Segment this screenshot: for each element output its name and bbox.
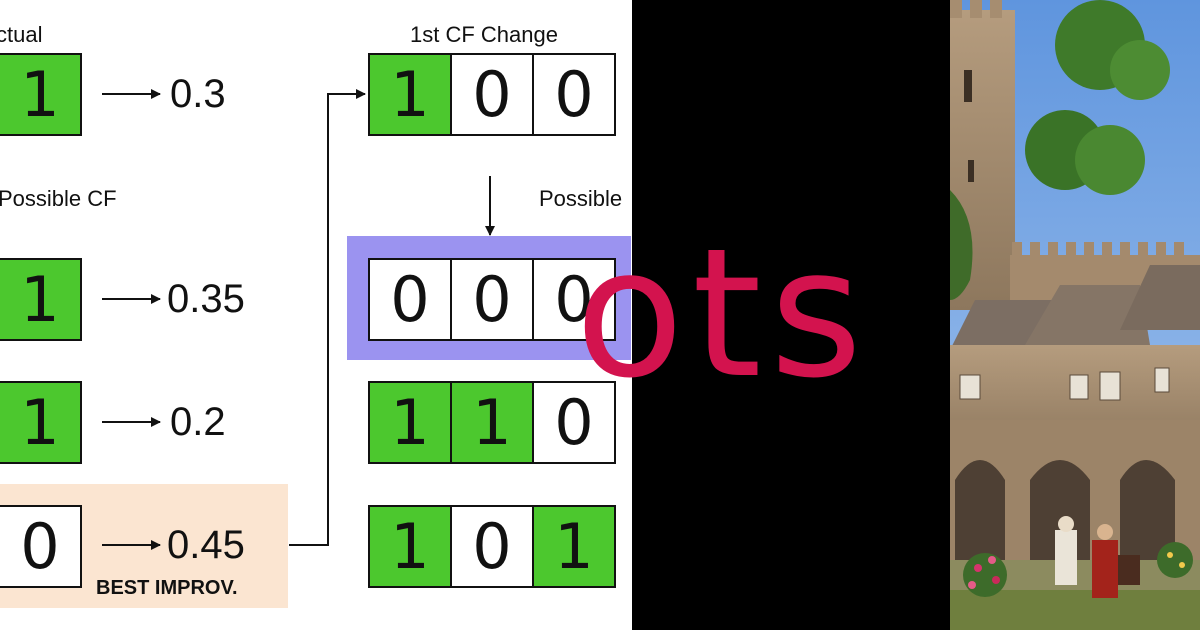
cell-digit: 1 [20,386,60,459]
cell-digit: 0 [554,263,594,336]
grid-cell: 0 [532,53,616,136]
castle-illustration [950,0,1200,630]
connector-arrow-icon [289,89,366,546]
cf-cell-2: 1 [0,381,82,464]
cf-cell-3: 0 [0,505,82,588]
castle-photo [950,0,1200,630]
grid-cell: 0 [450,53,534,136]
cell-digit: 1 [20,263,60,336]
grid-cell: 0 [532,381,616,464]
grid-cell: 1 [368,381,452,464]
cell-digit: 1 [472,386,512,459]
cell-digit: 0 [472,58,512,131]
counterfactual-diagram: ctual Possible CF 1st CF Change Possible… [0,22,631,608]
cell-digit: 0 [472,510,512,583]
cell-digit: 0 [554,386,594,459]
possible-label-right: Possible [539,186,623,211]
overlay-text: ots [575,210,871,417]
score-value: 0.2 [170,400,226,444]
cell-digit: 1 [390,386,430,459]
score-value: 0.45 [167,523,245,567]
grid-cell: 1 [450,381,534,464]
actual-cell: 1 [0,53,82,136]
diagram-arrows [102,89,495,550]
cell-digit: 0 [390,263,430,336]
grid-cell: 0 [450,505,534,588]
grid-cell: 0 [450,258,534,341]
score-value: 0.35 [167,277,245,321]
cell-digit: 0 [20,510,60,583]
best-improvement-label: BEST IMPROV. [96,577,238,599]
black-panel [632,0,950,630]
cell-digit: 0 [472,263,512,336]
grid-cell: 1 [368,53,452,136]
grid-cell: 0 [532,258,616,341]
grid-cell: 1 [532,505,616,588]
cell-digit: 1 [390,510,430,583]
score-value: 0.3 [170,72,226,116]
possible-cf-label: Possible CF [0,186,117,211]
cell-digit: 1 [20,58,60,131]
cf-cell-1: 1 [0,258,82,341]
cell-digit: 1 [554,510,594,583]
actual-label: ctual [0,22,43,47]
cell-digit: 1 [390,58,430,131]
first-cf-change-label: 1st CF Change [410,22,558,47]
grid-cell: 0 [368,258,452,341]
cell-digit: 0 [554,58,594,131]
